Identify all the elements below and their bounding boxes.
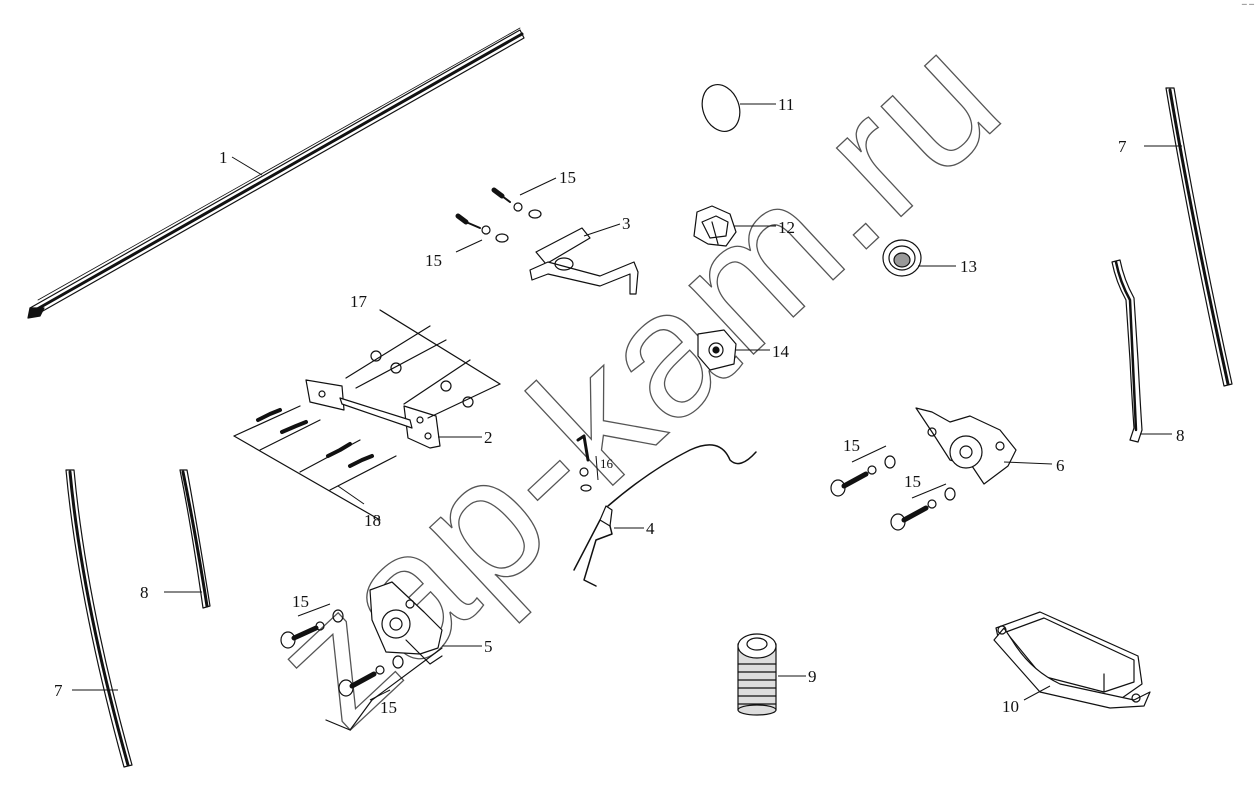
part-15-bolts-upper xyxy=(455,187,542,243)
callout-2: 2 xyxy=(484,428,493,447)
callout-9: 9 xyxy=(808,667,817,686)
callout-3: 3 xyxy=(622,214,631,233)
callouts: 1 2 3 4 5 6 7 7 8 8 9 10 11 12 13 14 15 … xyxy=(54,95,1185,717)
callout-18: 18 xyxy=(364,511,381,530)
part-8-right-channel xyxy=(1111,259,1143,443)
callout-14: 14 xyxy=(772,342,790,361)
callout-15-left-bottom: 15 xyxy=(380,698,397,717)
callout-1: 1 xyxy=(219,148,228,167)
corner-mark: ─ ─ xyxy=(1241,0,1254,9)
callout-12: 12 xyxy=(778,218,795,237)
part-17-nuts xyxy=(345,309,501,419)
callout-15-left-top: 15 xyxy=(292,592,309,611)
part-8-left-channel xyxy=(179,469,211,609)
callout-13: 13 xyxy=(960,257,977,276)
callout-15-right-top: 15 xyxy=(843,436,860,455)
callout-7-right: 7 xyxy=(1118,137,1127,156)
part-5-latch xyxy=(369,581,443,665)
part-10-cover xyxy=(993,611,1151,709)
part-15-bolts-right xyxy=(830,455,956,531)
part-3-bracket xyxy=(529,227,639,295)
part-7-left-channel xyxy=(65,469,133,768)
part-2-bracket xyxy=(305,379,441,449)
watermark: zap-kam.ru xyxy=(235,0,1036,763)
callout-15-right-bottom: 15 xyxy=(904,472,921,491)
part-1-seal-strip xyxy=(27,27,525,319)
callout-17: 17 xyxy=(350,292,368,311)
callout-15-upper: 15 xyxy=(559,168,576,187)
callout-8-right: 8 xyxy=(1176,426,1185,445)
part-6-latch xyxy=(915,407,1017,485)
callout-16: 16 xyxy=(600,456,614,471)
part-9-bellows xyxy=(737,633,777,716)
callout-8-left: 8 xyxy=(140,583,149,602)
callout-5: 5 xyxy=(484,637,493,656)
part-18-bolts xyxy=(233,405,397,521)
part-13-grommet xyxy=(882,239,922,277)
callout-4: 4 xyxy=(646,519,655,538)
callout-6: 6 xyxy=(1056,456,1065,475)
callout-11: 11 xyxy=(778,95,794,114)
callout-10: 10 xyxy=(1002,697,1019,716)
callout-15-upper-left: 15 xyxy=(425,251,442,270)
part-15-bolts-left xyxy=(280,609,443,731)
leader-lines xyxy=(72,103,1182,701)
part-4-lever xyxy=(573,434,757,587)
part-14-clip xyxy=(697,329,737,371)
part-7-right-channel xyxy=(1165,87,1233,387)
part-11-cover xyxy=(701,84,741,132)
callout-7-left: 7 xyxy=(54,681,63,700)
part-12-clip xyxy=(693,205,737,247)
